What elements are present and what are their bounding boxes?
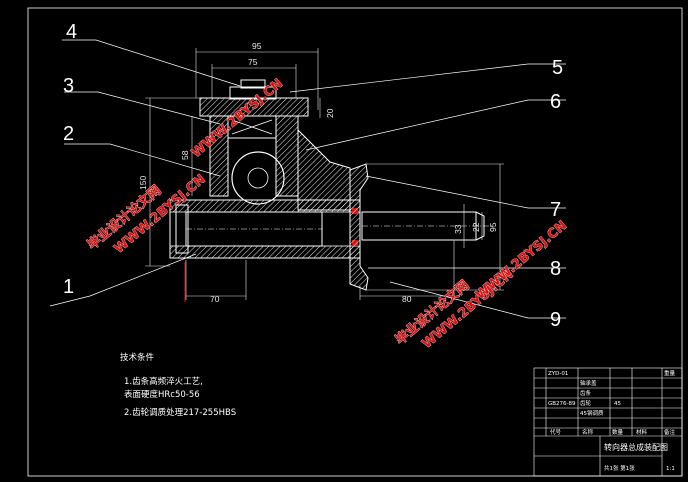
callout-8: 8 (550, 258, 561, 280)
tb-row7: 45钢调质 (580, 409, 604, 417)
dim-95-top: 95 (252, 41, 262, 51)
tb-header-qty: 数量 (612, 428, 624, 436)
dim-22: 22 (471, 222, 481, 232)
title-block (533, 367, 683, 477)
callout-3: 3 (63, 75, 74, 97)
tb-header-note: 备注 (664, 428, 676, 436)
callout-1: 1 (63, 276, 74, 298)
dim-95-right: 95 (488, 222, 498, 232)
tb-header-name: 名称 (582, 428, 594, 436)
callout-9: 9 (550, 309, 561, 331)
tb-scale: 1:1 (666, 466, 675, 472)
tech-notes-line2: 表面硬度HRc50-56 (124, 389, 200, 400)
watermark-center: WWW.2BYSJ.CN (189, 76, 287, 161)
dimension-values: 95 75 20 58 150 70 80 95 22 33 (138, 41, 498, 304)
rack-housing (169, 199, 361, 259)
tb-row6: 45 (614, 401, 621, 407)
tb-weight: 重量 (664, 369, 676, 377)
callout-7: 7 (550, 199, 561, 221)
tb-header-code: 代号 (550, 428, 562, 436)
callout-4: 4 (66, 21, 77, 43)
drawing-frame (27, 7, 683, 477)
callout-6: 6 (550, 91, 561, 113)
tb-sheet: 共1张 第1张 (604, 464, 635, 472)
tb-row2: 轴承盖 (580, 379, 597, 387)
callout-5: 5 (552, 57, 563, 79)
dimension-lines (145, 48, 504, 300)
tb-row1: ZYD-01 (548, 371, 568, 377)
dim-75-top: 75 (248, 57, 258, 67)
tb-product-name: 转向器总成装配图 (604, 442, 668, 452)
tb-row4: GB276-89 (548, 401, 576, 407)
tb-row3: 齿条 (580, 389, 592, 397)
tech-notes-line3: 2.齿轮调质处理217-255HBS (124, 407, 236, 418)
tb-row5: 齿轮 (580, 399, 592, 407)
upper-housing (199, 79, 351, 211)
dim-70: 70 (210, 294, 220, 304)
tech-notes-line1: 1.齿条高频淬火工艺, (124, 376, 203, 387)
callout-labels: 1 2 3 4 5 6 7 8 9 (63, 21, 563, 331)
leader-lines (49, 39, 566, 319)
flange-shaft (349, 163, 494, 291)
watermark-url-2: WWW.2BYSJ.CN (189, 76, 286, 161)
dim-33: 33 (453, 224, 463, 234)
title-block-text: ZYD-01 轴承盖 齿条 GB276-89 齿轮 45 45钢调质 代号 名称… (548, 369, 676, 472)
dim-150: 150 (138, 176, 148, 190)
technical-notes: 技术条件 1.齿条高频淬火工艺, 表面硬度HRc50-56 2.齿轮调质处理21… (120, 352, 236, 418)
dim-20: 20 (325, 108, 335, 118)
dim-80: 80 (402, 294, 412, 304)
tech-notes-heading: 技术条件 (120, 352, 155, 363)
tb-header-material: 材料 (636, 428, 648, 436)
dim-58: 58 (180, 150, 190, 160)
callout-2: 2 (63, 123, 74, 145)
